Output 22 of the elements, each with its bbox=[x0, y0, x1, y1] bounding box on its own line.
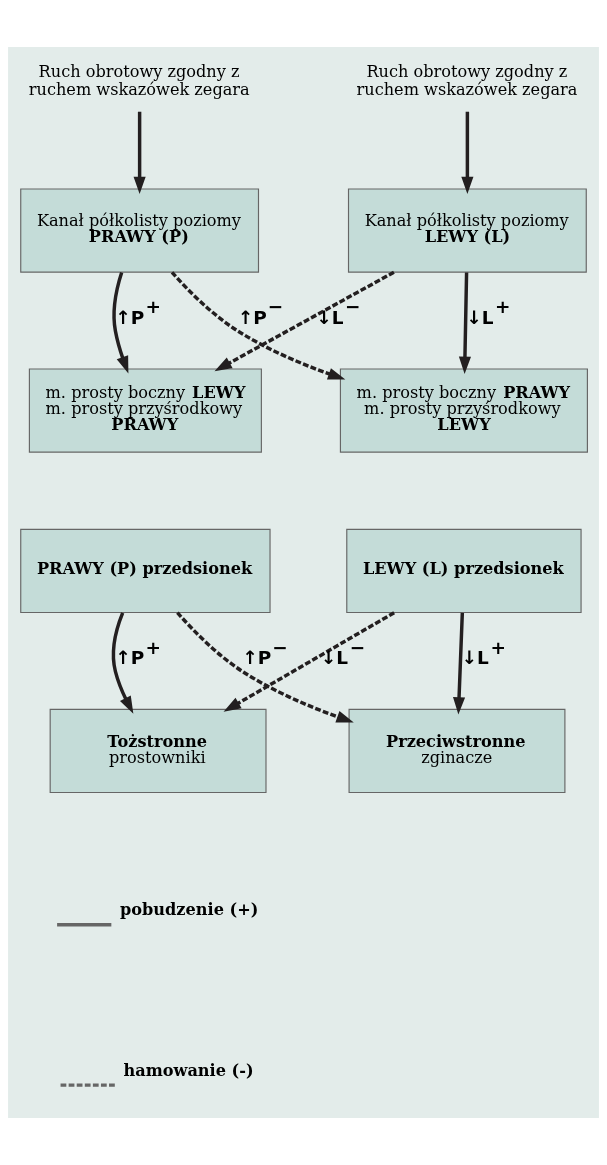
arrow bbox=[214, 270, 395, 372]
node-text: Ruch obrotowy zgodny z ruchem wskazówek zegara bbox=[28, 62, 250, 99]
arrow bbox=[176, 611, 354, 723]
node-box: m. prosty boczny LEWY m. prosty przyśrodkowy PRAWY bbox=[28, 368, 262, 453]
legend-label: pobudzenie (+) bbox=[120, 900, 259, 920]
node-box: PRAWY (P) przedsionek bbox=[20, 528, 271, 614]
node-text: Ruch obrotowy zgodny z ruchem wskazówek zegara bbox=[356, 62, 578, 99]
arrow bbox=[170, 271, 346, 380]
legend-label: hamowanie (-) bbox=[123, 1060, 254, 1080]
arrow bbox=[223, 611, 395, 712]
node-box: Tożstronne prostowniki bbox=[49, 708, 267, 794]
arrow bbox=[461, 111, 474, 195]
node-box: m. prosty boczny PRAWY m. prosty przyśrodkowy LEWY bbox=[339, 368, 588, 453]
node-box: LEWY (L) przedsionek bbox=[346, 528, 582, 614]
arrow bbox=[458, 272, 471, 375]
arrow bbox=[112, 271, 129, 374]
node-box: Przeciwstronne zginacze bbox=[348, 708, 566, 794]
arrow bbox=[133, 111, 146, 195]
node-box: Kanał półkolisty poziomy LEWY (L) bbox=[347, 188, 587, 273]
node-box: Kanał półkolisty poziomy PRAWY (P) bbox=[20, 188, 260, 273]
arrow bbox=[111, 612, 134, 714]
arrow bbox=[452, 612, 466, 715]
